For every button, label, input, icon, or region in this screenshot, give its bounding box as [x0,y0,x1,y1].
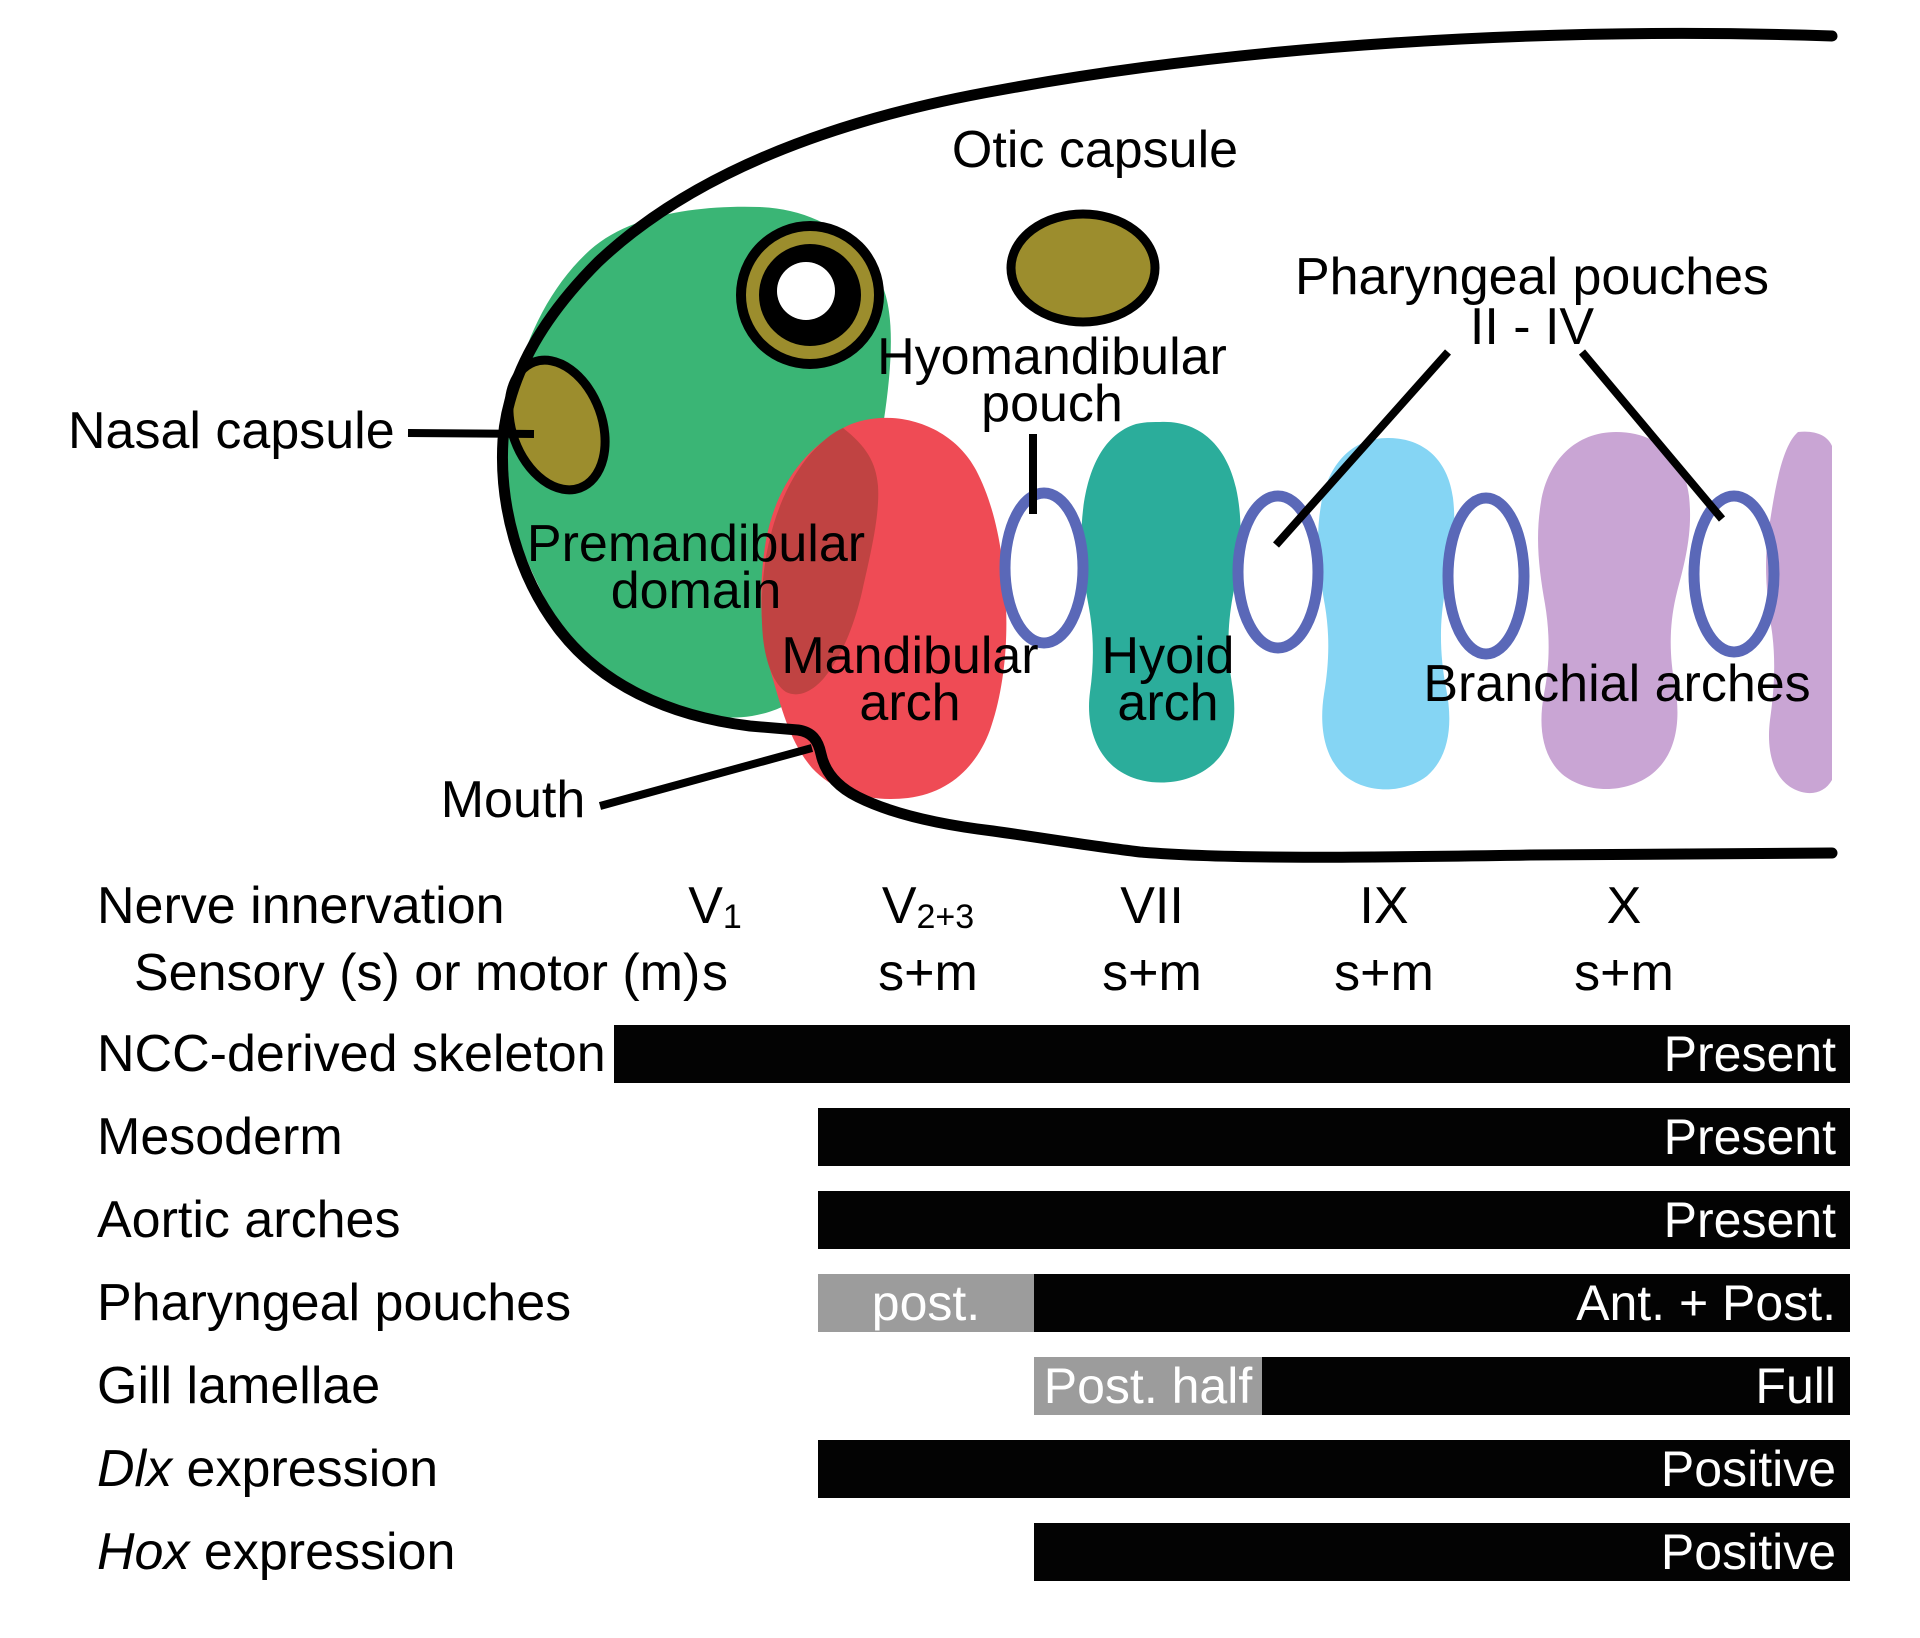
otic-capsule-label: Otic capsule [951,121,1239,179]
nasal-capsule-shape [504,355,610,495]
pharyngeal-pouches-pointer-line-left [1273,349,1451,548]
nerve-cell-v23-base: V [881,877,917,935]
pharyngeal-pouch-ring-3 [1442,492,1530,660]
domain-arch-overlap-shape [761,428,879,695]
pharyngeal-pouches-label-line1: Pharyngeal pouches [1294,248,1770,306]
nasal-capsule-pointer-line [407,429,535,438]
row-label-mesoderm: Mesoderm [97,1108,343,1166]
hyomandibular-pouch-label: Hyomandibular pouch [877,328,1227,433]
sensory-motor-row-label: Sensory (s) or motor (m) [134,944,701,1002]
head-outline [497,27,1838,863]
pharyngeal-pouch-ring-1 [999,487,1089,649]
row-label-gill-text: Gill lamellae [97,1357,381,1415]
row-label-dlx-italic: Dlx [97,1440,173,1498]
hyoid-arch-shape [1081,421,1241,783]
bar-gill-lamellae-posterior-half: Post. half [1034,1357,1262,1415]
row-label-aortic-arches: Aortic arches [97,1191,400,1249]
sensory-cell-5: s+m [1574,944,1674,1002]
branchial-arches-label: Branchial arches [1423,655,1811,713]
nerve-cell-x-base: X [1606,877,1642,935]
row-label-aortic-text: Aortic arches [97,1191,401,1249]
row-label-hox-expression: Hox expression [97,1523,455,1581]
mandibular-arch-label-line2: arch [859,674,961,732]
hyoid-arch-label-line2: arch [1117,674,1219,732]
premandibular-domain-label-line1: Premandibular [526,515,866,573]
mandibular-arch-label: Mandibular arch [781,627,1039,732]
nerve-cell-ix: IX [1359,880,1408,932]
bar-hox-expression: Positive [1034,1523,1850,1581]
bar-mesoderm: Present [818,1108,1850,1166]
sensory-cell-2: s+m [878,944,978,1002]
branchial-arch-1-shape [1538,432,1691,789]
row-label-pharyngeal-text: Pharyngeal pouches [97,1274,572,1332]
row-label-pharyngeal-pouches: Pharyngeal pouches [97,1274,571,1332]
sensory-cell-1: s [702,944,728,1002]
mandibular-arch-label-line1: Mandibular [781,627,1039,685]
pharyngeal-pouch-ring-4 [1688,490,1780,658]
hyoid-arch-label: Hyoid arch [1101,627,1235,732]
bar-pharyngeal-pouches-full: Ant. + Post. [1034,1274,1850,1332]
premandibular-domain-label: Premandibular domain [526,515,866,620]
head-schematic [407,27,1838,863]
bar-gill-lamellae-full: Full [1262,1357,1850,1415]
nerve-cell-v23: V2+3 [882,880,974,943]
sensory-cell-4: s+m [1334,944,1434,1002]
post-hyoid-arch-shape [1318,438,1455,790]
mouth-pointer-line [598,744,814,810]
pharyngeal-pouches-label: Pharyngeal pouches II - IV [1294,248,1770,356]
nerve-cell-ix-base: IX [1359,877,1409,935]
nerve-cell-vii: VII [1120,880,1184,932]
row-label-hox-italic: Hox [97,1523,190,1581]
otic-capsule-shape [1006,209,1160,327]
row-label-dlx-text: expression [172,1440,439,1498]
nerve-cell-x: X [1607,880,1642,932]
sensory-cell-3: s+m [1102,944,1202,1002]
pharyngeal-pouches-pointer-line-right [1578,349,1726,522]
bar-dlx-expression: Positive [818,1440,1850,1498]
row-label-mesoderm-text: Mesoderm [97,1108,343,1166]
eye-highlight [777,262,835,320]
nasal-capsule-label: Nasal capsule [68,402,395,460]
nerve-cell-vii-base: VII [1120,877,1184,935]
hyoid-arch-label-line1: Hyoid [1101,627,1235,685]
bar-ncc-skeleton: Present [614,1025,1850,1083]
hyomandibular-pouch-label-line1: Hyomandibular [877,328,1227,386]
row-label-dlx-expression: Dlx expression [97,1440,438,1498]
pharyngeal-pouch-ring-2 [1232,490,1324,654]
bar-aortic-arches: Present [818,1191,1850,1249]
nerve-cell-v23-subscript: 2+3 [916,898,975,936]
bar-pharyngeal-pouches-posterior: post. [818,1274,1034,1332]
row-label-gill-lamellae: Gill lamellae [97,1357,380,1415]
branchial-arch-2-shape [1765,431,1832,794]
row-label-ncc-skeleton: NCC-derived skeleton [97,1025,606,1083]
row-label-hox-text: expression [189,1523,456,1581]
mouth-label: Mouth [440,771,586,829]
premandibular-domain-label-line2: domain [610,562,782,620]
hyomandibular-pouch-label-line2: pouch [981,375,1123,433]
row-label-ncc-text: NCC-derived skeleton [97,1025,606,1083]
nerve-cell-v1-subscript: 1 [722,898,742,936]
pharyngeal-pouches-label-line2: II - IV [1469,298,1595,356]
nerve-cell-v1-base: V [688,877,723,935]
nerve-cell-v1: V1 [688,880,742,943]
nerve-innervation-row-label: Nerve innervation [97,877,505,935]
